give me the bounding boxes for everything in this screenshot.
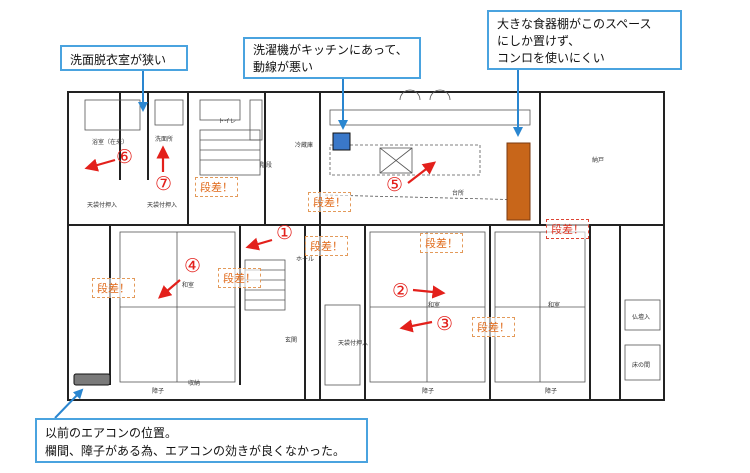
room-label: 納戸: [592, 157, 605, 164]
arrow-4: [157, 279, 181, 299]
washer-callout: 洗濯機がキッチンにあって、 動線が悪い: [243, 37, 421, 79]
aircon-callout: 以前のエアコンの位置。 欄間、障子がある為、エアコンの効きが良くなかった。: [35, 418, 368, 463]
cupboard-callout-line1: 大きな食器棚がこのスペース: [497, 17, 652, 31]
step-label: 段差！: [195, 177, 238, 197]
arrow-1: [245, 237, 273, 251]
washer-callout-line1: 洗濯機がキッチンにあって、: [253, 43, 408, 57]
cupboard-callout-line3: コンロを使いにくい: [497, 51, 605, 65]
room-label: 和室: [548, 302, 561, 309]
washroom-callout: 洗面脱衣室が狭い: [60, 45, 188, 71]
room-label: 床の間: [632, 362, 651, 369]
room-label: ホール: [296, 256, 315, 263]
step-label: 段差！: [472, 317, 515, 337]
step-label: 段差！: [218, 268, 261, 288]
room-label: 天袋付押入: [87, 202, 118, 209]
cupboard-callout: 大きな食器棚がこのスペース にしか置けず、 コンロを使いにくい: [487, 10, 682, 70]
room-label: 収納: [188, 380, 201, 387]
marker-number: ②: [392, 280, 410, 302]
washing-machine-marker: [332, 132, 351, 151]
room-label: 障子: [152, 388, 165, 395]
room-label: 天袋付押入: [338, 340, 369, 347]
room-label: 玄関: [285, 337, 298, 344]
inner-lines: [84, 89, 661, 386]
room-label: 浴室（在来）: [92, 139, 129, 146]
step-label: 段差！: [308, 192, 351, 212]
step-label: 段差！: [420, 233, 463, 253]
arrow-6: [84, 158, 116, 172]
room-label: 洗面所: [155, 136, 174, 143]
marker-number: ④: [184, 255, 202, 277]
step-label: 段差！: [92, 278, 135, 298]
room-label: 台所: [452, 190, 465, 197]
step-label: 段差！: [305, 236, 348, 256]
room-label: 仏壇入: [632, 314, 651, 321]
room-label: トイレ: [218, 118, 237, 125]
marker-number: ⑦: [155, 173, 173, 195]
room-label: 障子: [545, 388, 558, 395]
marker-number: ③: [436, 313, 454, 335]
aircon-pointer: [54, 388, 84, 419]
aircon-callout-line1: 以前のエアコンの位置。: [45, 426, 178, 440]
washer-callout-line2: 動線が悪い: [253, 60, 314, 74]
marker-number: ①: [276, 222, 294, 244]
room-label: 冷蔵庫: [295, 142, 314, 149]
step-label: 段差！: [546, 219, 589, 239]
room-label: 和室: [428, 302, 441, 309]
aircon-callout-line2: 欄間、障子がある為、エアコンの効きが良くなかった。: [45, 444, 346, 458]
arrow-3: [399, 319, 433, 333]
arrow-2: [412, 285, 446, 299]
room-label: 障子: [422, 388, 435, 395]
room-label: 階段: [260, 162, 273, 169]
washroom-callout-text: 洗面脱衣室が狭い: [70, 53, 167, 67]
aircon-marker: [73, 373, 111, 386]
marker-number: ⑤: [386, 174, 404, 196]
cupboard-callout-line2: にしか置けず、: [497, 34, 581, 48]
room-label: 天袋付押入: [147, 202, 178, 209]
marker-number: ⑥: [116, 146, 134, 168]
arrow-5: [407, 161, 437, 184]
cupboard-marker: [506, 142, 531, 221]
room-label: 和室: [182, 282, 195, 289]
